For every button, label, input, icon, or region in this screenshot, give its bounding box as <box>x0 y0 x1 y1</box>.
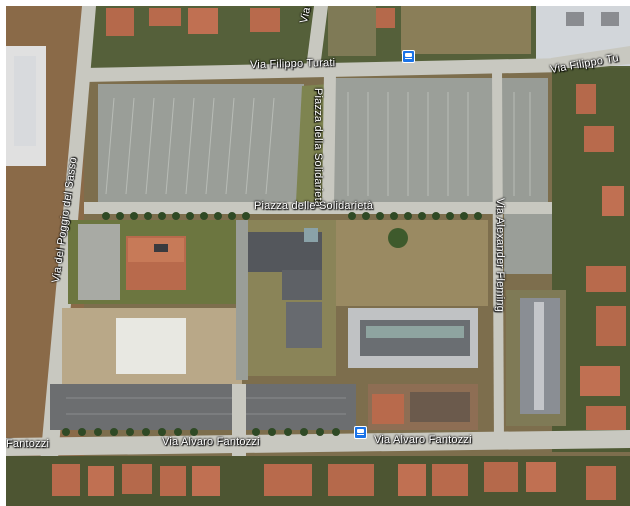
street-label-turati: Via Filippo Turati <box>249 56 336 72</box>
street-label-fantozzi: Via Alvaro Fantozzi <box>162 436 260 448</box>
street-label-fantozzi-east: Via Alvaro Fantozzi <box>374 434 472 446</box>
bus-icon[interactable] <box>402 50 415 63</box>
street-label-solidarieta-vertical: Piazza della Solidarietà <box>312 88 324 208</box>
satellite-map[interactable]: Via Filippo Turati Via Filippo Tu Via Ma… <box>6 6 630 506</box>
street-label-fleming: Via Alexander Fleming <box>494 198 506 313</box>
street-label-solidarieta: Piazza delle Solidarietà <box>254 200 374 212</box>
street-label-fantozzi-west: Fantozzi <box>6 438 50 450</box>
aerial-imagery <box>6 6 630 506</box>
bus-icon[interactable] <box>354 426 367 439</box>
